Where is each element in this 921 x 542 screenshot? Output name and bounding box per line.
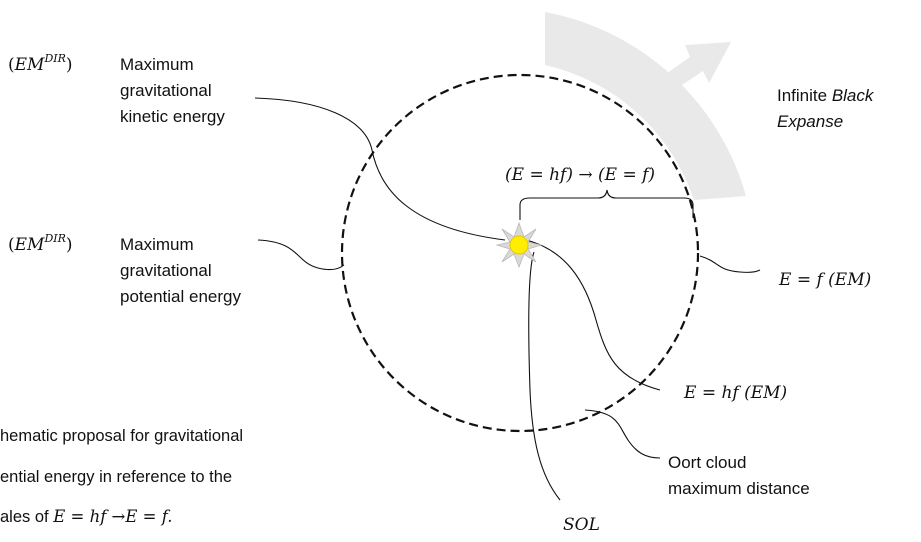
outward-arrow-icon — [640, 42, 731, 105]
em-dir-label-kinetic: (EMDIR) — [8, 52, 73, 75]
kinetic-label-line1: Maximum — [120, 55, 194, 74]
sol-label: SOL — [563, 515, 600, 535]
leader-e-f-em — [699, 255, 761, 273]
expanse-arc-band — [545, 12, 746, 200]
oort-cloud-circle — [340, 73, 700, 433]
sun-icon — [495, 221, 543, 269]
leader-sol — [528, 251, 561, 501]
infinite-expanse-line1: Infinite Black — [777, 86, 875, 105]
em-dir-label-potential: (EMDIR) — [8, 232, 73, 255]
e-f-em-label: E = f (EM) — [778, 270, 871, 290]
caption-line3: ales of E = hf →E = f. — [0, 507, 173, 526]
leader-oort — [584, 409, 661, 459]
potential-label-line1: Maximum — [120, 235, 194, 254]
infinite-expanse-line2: Expanse — [777, 112, 843, 131]
oort-label-line2: maximum distance — [668, 479, 810, 498]
potential-label-line3: potential energy — [120, 287, 241, 306]
expanse-arc — [545, 12, 746, 200]
e-hf-em-label: E = hf (EM) — [683, 383, 787, 403]
brace-formula: (E = hf) → (E = f) — [505, 165, 655, 185]
leader-kinetic — [254, 97, 506, 241]
oort-label-line1: Oort cloud — [668, 453, 746, 472]
leader-e-hf-em — [525, 239, 661, 391]
leader-potential — [257, 239, 345, 271]
potential-label-line2: gravitational — [120, 261, 212, 280]
caption-line2: ential energy in reference to the — [0, 468, 232, 486]
radius-brace — [519, 189, 694, 220]
caption-line1: hematic proposal for gravitational — [0, 427, 243, 445]
kinetic-label-line3: kinetic energy — [120, 107, 225, 126]
kinetic-label-line2: gravitational — [120, 81, 212, 100]
